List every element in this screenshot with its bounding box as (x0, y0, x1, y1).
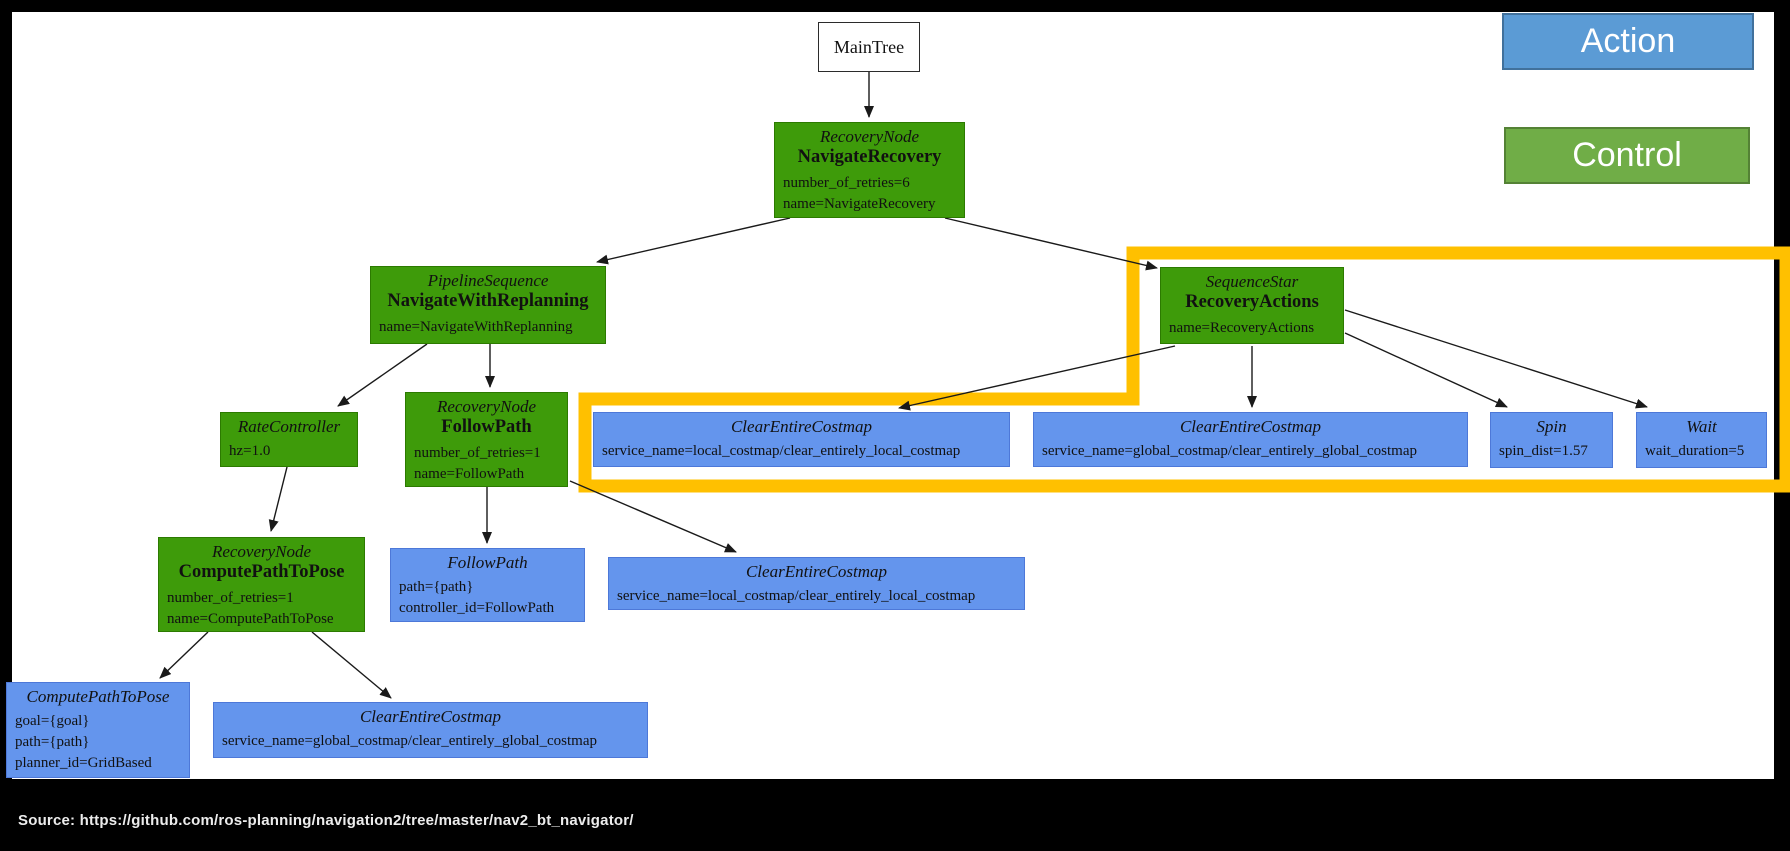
node-title: MainTree (833, 36, 905, 57)
bt-node-clear-global-costmap-action: ClearEntireCostmap service_name=global_c… (213, 702, 648, 758)
node-params: number_of_retries=1 name=ComputePathToPo… (167, 589, 334, 627)
node-params: path={path} controller_id=FollowPath (399, 579, 555, 617)
legend-control-label: Control (1572, 136, 1682, 174)
node-type: Spin (1536, 417, 1567, 436)
node-name: NavigateWithReplanning (387, 291, 589, 312)
bt-node-clear-global-costmap-recovery: ClearEntireCostmap service_name=global_c… (1033, 412, 1468, 467)
node-params: name=RecoveryActions (1169, 319, 1315, 336)
node-type: Wait (1686, 417, 1717, 436)
bt-node-clear-local-costmap-action: ClearEntireCostmap service_name=local_co… (608, 557, 1025, 610)
node-params: wait_duration=5 (1645, 443, 1745, 460)
node-params: name=NavigateWithReplanning (379, 318, 573, 335)
node-type: PipelineSequence (427, 271, 549, 290)
node-name: FollowPath (441, 417, 532, 438)
node-type: RecoveryNode (211, 542, 312, 561)
node-params: service_name=local_costmap/clear_entirel… (602, 443, 961, 460)
bt-node-main-tree: MainTree (818, 22, 920, 72)
bt-node-navigate-recovery: RecoveryNode NavigateRecovery number_of_… (774, 122, 965, 218)
bt-node-clear-local-costmap-recovery: ClearEntireCostmap service_name=local_co… (593, 412, 1010, 467)
node-type: ClearEntireCostmap (359, 707, 502, 726)
node-name: NavigateRecovery (797, 147, 942, 168)
node-type: RateController (237, 417, 341, 436)
node-params: spin_dist=1.57 (1499, 443, 1588, 460)
node-name: ComputePathToPose (178, 562, 345, 583)
bt-node-follow-path-action: FollowPath path={path} controller_id=Fol… (390, 548, 585, 622)
node-type: FollowPath (447, 553, 528, 572)
node-type: SequenceStar (1205, 272, 1299, 291)
node-type: RecoveryNode (819, 127, 920, 146)
bt-node-spin: Spin spin_dist=1.57 (1490, 412, 1613, 468)
node-type: ClearEntireCostmap (730, 417, 873, 436)
source-citation: Source: https://github.com/ros-planning/… (18, 812, 634, 829)
node-type: ClearEntireCostmap (1179, 417, 1322, 436)
bt-node-recovery-actions: SequenceStar RecoveryActions name=Recove… (1160, 267, 1344, 344)
bt-node-wait: Wait wait_duration=5 (1636, 412, 1767, 468)
legend-control: Control (1504, 127, 1750, 184)
node-params: service_name=global_costmap/clear_entire… (222, 733, 597, 750)
node-params: service_name=global_costmap/clear_entire… (1042, 443, 1417, 460)
bt-node-compute-path-recovery: RecoveryNode ComputePathToPose number_of… (158, 537, 365, 632)
legend-action: Action (1502, 13, 1754, 70)
node-params: number_of_retries=1 name=FollowPath (414, 444, 541, 482)
bt-node-navigate-with-replanning: PipelineSequence NavigateWithReplanning … (370, 266, 606, 344)
node-params: goal={goal} path={path} planner_id=GridB… (15, 713, 152, 772)
node-name: RecoveryActions (1185, 292, 1319, 313)
bt-node-compute-path-action: ComputePathToPose goal={goal} path={path… (6, 682, 190, 778)
node-type: ComputePathToPose (26, 687, 170, 706)
node-type: RecoveryNode (436, 397, 537, 416)
node-params: number_of_retries=6 name=NavigateRecover… (783, 174, 936, 212)
bt-node-follow-path-recovery: RecoveryNode FollowPath number_of_retrie… (405, 392, 568, 487)
node-params: hz=1.0 (229, 443, 271, 460)
bt-node-rate-controller: RateController hz=1.0 (220, 412, 358, 467)
node-params: service_name=local_costmap/clear_entirel… (617, 588, 976, 605)
node-type: ClearEntireCostmap (745, 562, 888, 581)
legend-action-label: Action (1580, 22, 1676, 60)
